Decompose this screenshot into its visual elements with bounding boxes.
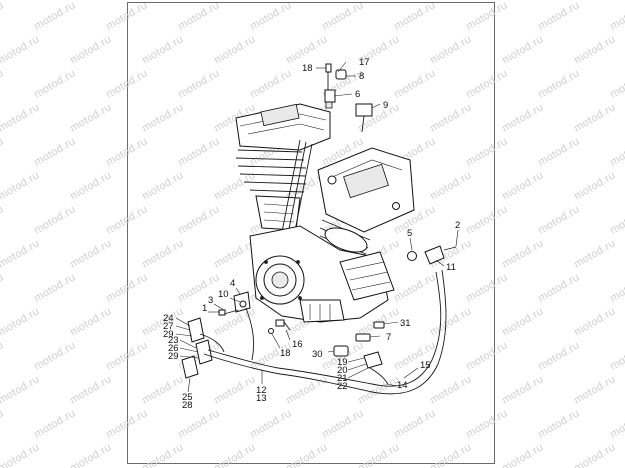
engine-illustration <box>235 103 415 323</box>
callout-22: 22 <box>337 381 348 392</box>
small-parts <box>181 63 457 379</box>
rear-cylinder-fins <box>235 149 307 231</box>
callout-4: 4 <box>230 278 235 289</box>
callout-6: 6 <box>355 89 360 100</box>
callout-28: 28 <box>182 400 193 411</box>
callout-23: 23 <box>168 335 179 346</box>
callout-30: 30 <box>312 349 323 360</box>
callout-18: 18 <box>302 63 313 74</box>
callout-17: 17 <box>359 57 370 68</box>
callout-13: 13 <box>256 393 267 404</box>
callout-5: 5 <box>407 228 412 239</box>
callout-29: 29 <box>163 329 174 340</box>
callout-26: 26 <box>168 343 179 354</box>
callout-31: 31 <box>400 318 411 329</box>
callout-7: 7 <box>386 332 391 343</box>
callout-20: 20 <box>337 365 348 376</box>
callout-18-lower: 18 <box>280 348 291 359</box>
callout-1: 1 <box>202 303 207 314</box>
callout-labels: 18 17 8 6 9 2 5 11 4 10 3 1 24 27 29 23 … <box>163 57 460 411</box>
callout-21: 21 <box>337 373 348 384</box>
callout-11: 11 <box>446 262 456 273</box>
wiring-harness <box>199 269 447 395</box>
callout-19: 19 <box>337 357 348 368</box>
callout-27: 27 <box>163 321 174 332</box>
callout-16: 16 <box>292 339 303 350</box>
callout-2: 2 <box>455 220 460 231</box>
callout-15: 15 <box>420 360 431 371</box>
callout-29-lower: 29 <box>168 351 179 362</box>
callout-9: 9 <box>383 100 388 111</box>
callout-25: 25 <box>182 392 193 403</box>
callout-8: 8 <box>359 71 364 82</box>
callout-3: 3 <box>208 295 213 306</box>
callout-12: 12 <box>256 385 267 396</box>
callout-24: 24 <box>163 313 174 324</box>
callout-14: 14 <box>397 380 408 391</box>
callout-10: 10 <box>218 289 229 300</box>
leader-lines <box>175 61 459 393</box>
